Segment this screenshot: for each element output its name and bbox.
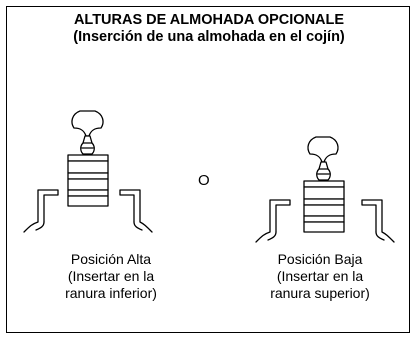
pillow-insert-high-position: [23, 110, 153, 233]
low-position-label: Posición Baja: [277, 251, 363, 267]
high-position-label: Posición Alta: [70, 251, 152, 267]
high-position-note-line1: (Insertar en la: [67, 268, 155, 284]
diagram-title: ALTURAS DE ALMOHADA OPCIONALE: [73, 12, 345, 28]
low-position-note-line2: ranura superior): [270, 285, 370, 301]
pillow-insert-low-position: [255, 136, 395, 243]
high-position-note-line2: ranura inferior): [65, 285, 157, 301]
low-position-note-line1: (Insertar en la: [276, 268, 364, 284]
or-separator: O: [198, 172, 210, 189]
diagram-subtitle: (Inserción de una almohada en el cojín): [73, 29, 345, 45]
high-position-caption: Posición Alta (Insertar en la ranura inf…: [36, 251, 186, 302]
low-position-caption: Posición Baja (Insertar en la ranura sup…: [245, 251, 395, 302]
